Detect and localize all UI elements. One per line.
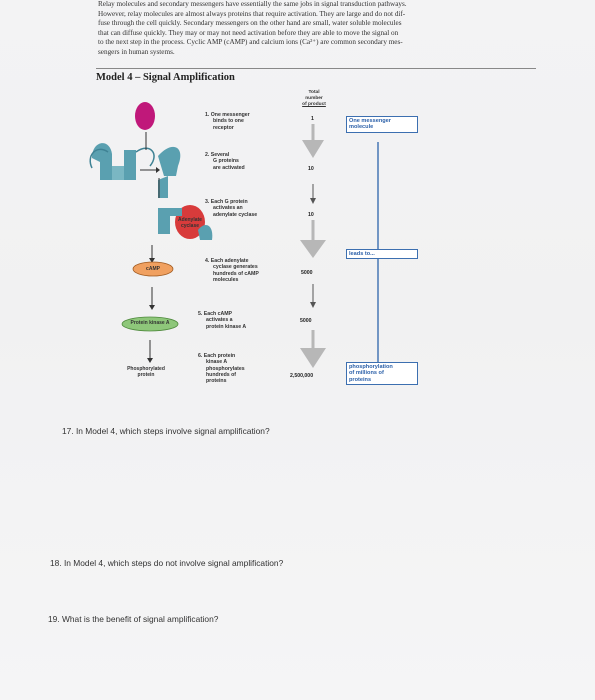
total-value: 10 [308,166,314,172]
intro-paragraph: Relay molecules and secondary messengers… [98,0,536,58]
step-line: 1. One messenger [205,112,250,118]
step-line: molecules [213,276,239,283]
step-line: hundreds of [206,371,236,378]
step-line: receptor [213,124,234,131]
step-line: are activated [213,164,245,171]
side-label-line: cyclase [180,223,200,229]
box-line: One messenger [349,118,391,124]
step-5: 5. Each cAMP activates a protein kinase … [198,311,246,330]
intro-line: Relay molecules and secondary messengers… [98,0,407,8]
total-header: Total number of product [297,90,331,107]
pka-label: Protein kinase A [130,320,170,326]
amplification-arrows [300,124,326,368]
step-line: protein kinase A [206,323,247,330]
g-protein-icon [158,205,213,240]
intro-line: However, relay molecules are almost alwa… [98,9,406,18]
step-line: hundreds of cAMP [213,270,259,277]
intro-line: to the next step in the process. Cyclic … [98,38,403,47]
box-line: proteins [349,376,372,383]
step-line: proteins [206,378,227,385]
camp-icon [132,261,174,277]
total-header-line: Total [308,90,320,95]
step-line: activates a [206,317,233,324]
step-6: 6. Each protein kinase A phosphorylates … [198,353,245,384]
step-line: 5. Each cAMP [198,311,233,317]
leads-to-box: leads to... [346,249,418,260]
step-line: phosphorylates [206,365,245,372]
signal-diagram [89,102,379,368]
total-value: 10 [308,212,314,218]
box-line: molecule [349,124,374,131]
total-value: 1 [311,116,314,122]
phosphorylated-protein-label: Phosphorylated protein [116,366,176,378]
question-18: 18. In Model 4, which steps do not invol… [50,558,284,568]
protein-kinase-icon [121,316,179,332]
total-value: 2,500,000 [290,373,314,379]
step-2: 2. Several G proteins are activated [205,152,245,171]
intro-line: that can diffuse quickly. They may or ma… [98,28,399,37]
phosphorylation-box: phosphorylation of millions of proteins [346,362,418,386]
section-divider [96,68,536,69]
step-line: binds to one [213,118,244,125]
side-label-line: Phosphorylated [127,366,165,372]
total-value: 5000 [301,270,313,276]
camp-label: cAMP [146,266,160,272]
step-line: cyclase generates [213,264,258,271]
box-line: phosphorylation [349,364,393,370]
total-header-line: number [305,95,323,101]
step-line: 3. Each G protein [205,199,248,205]
question-17: 17. In Model 4, which steps involve sign… [62,426,270,436]
messenger-icon [135,102,155,130]
intro-line: fuse through the cell quickly. Secondary… [98,19,402,28]
step-line: 2. Several [205,152,230,158]
receptor-icon [89,102,181,198]
adenylate-cyclase-label: Adenylate cyclase [170,217,210,229]
step-3: 3. Each G protein activates an adenylate… [205,199,257,218]
step-line: kinase A [206,359,228,366]
box-line: of millions of [349,370,384,377]
step-line: adenylate cyclase [213,211,258,218]
step-line: 4. Each adenylate [205,258,249,264]
total-header-line: of product [302,101,326,107]
one-messenger-box: One messenger molecule [346,116,418,133]
model-title: Model 4 – Signal Amplification [96,72,235,83]
step-line: G proteins [213,158,239,165]
side-label-line: Adenylate [178,217,202,223]
step-line: activates an [213,205,243,212]
question-19: 19. What is the benefit of signal amplif… [48,614,219,624]
g-protein-receptor-icon [158,146,181,176]
step-line: 6. Each protein [198,353,236,359]
left-arrows [149,178,160,358]
step-1: 1. One messenger binds to one receptor [205,112,250,131]
step-4: 4. Each adenylate cyclase generates hund… [205,258,259,283]
intro-line: sengers in human systems. [98,47,175,56]
side-label-line: protein [137,372,155,378]
total-value: 5000 [300,318,312,324]
